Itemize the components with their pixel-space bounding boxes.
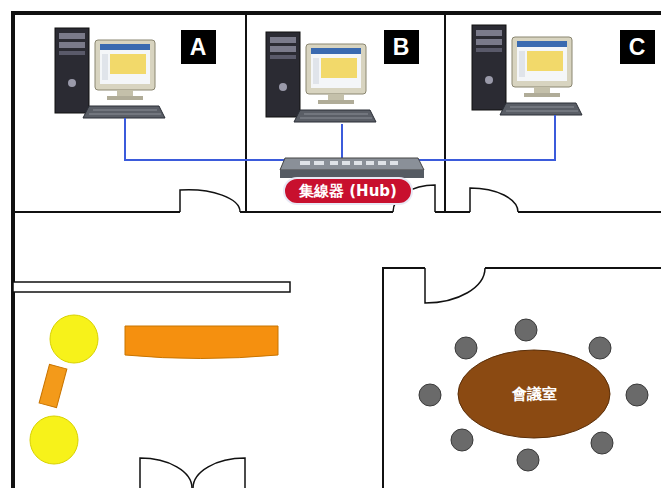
room-label-box: C — [620, 30, 655, 64]
room-label-box: B — [384, 30, 419, 64]
room-name: 會議室 — [512, 385, 557, 404]
hub-label-pill: 集線器 (Hub) — [283, 177, 413, 205]
room-letter: C — [629, 34, 646, 61]
hub-label: 集線器 (Hub) — [299, 182, 397, 201]
room-letter: B — [393, 34, 410, 61]
room-letter: A — [190, 34, 207, 61]
conference-table: 會議室 — [457, 349, 611, 439]
room-label-box: A — [181, 30, 216, 64]
